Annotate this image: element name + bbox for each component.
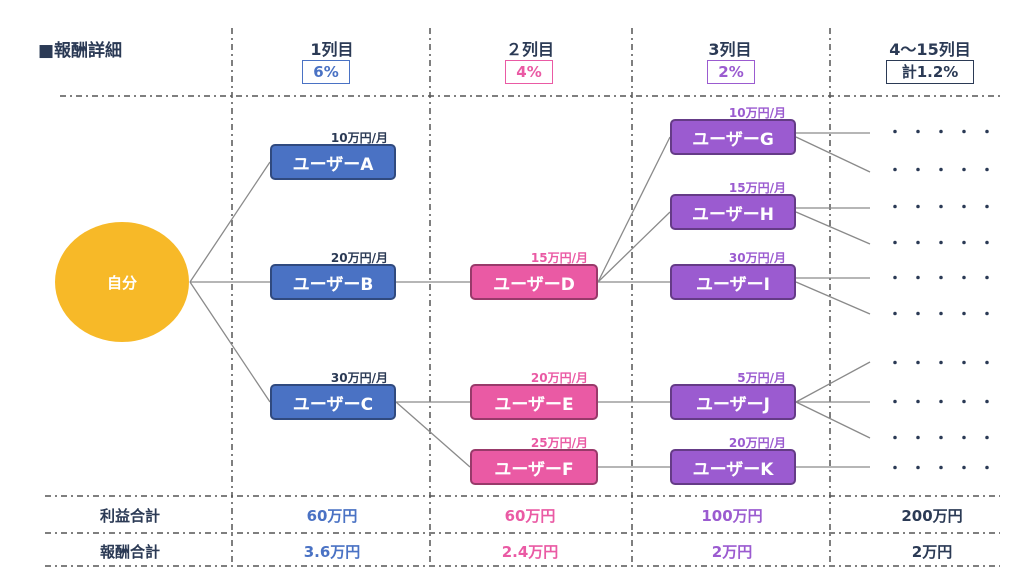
continuation-dots: ・・・・・ [888,395,1003,411]
rate-badge-2: 4% [505,60,553,84]
continuation-dots: ・・・・・ [888,271,1003,287]
reward-total-col3: 2万円 [711,543,753,561]
column-header-4: 4～15列目 [889,40,971,59]
rate-badge-3: 2% [707,60,755,84]
amount-user-g: 10万円/月 [728,106,786,120]
connector-self-a [189,161,271,283]
amount-user-c: 30万円/月 [330,371,388,385]
continuation-dots: ・・・・・ [888,236,1003,252]
amount-user-j: 5万円/月 [737,371,786,385]
user-node-d: ユーザーD [470,264,598,300]
connector-i-out [795,281,871,315]
user-node-g: ユーザーG [670,119,796,155]
rate-badge-4: 計1.2% [886,60,974,84]
reward-total-col4: 2万円 [911,543,953,561]
connector-d-h [597,211,671,283]
continuation-dots: ・・・・・ [888,200,1003,216]
user-node-b: ユーザーB [270,264,396,300]
column-header-1: 1列目 [310,40,354,59]
reward-total-col1: 3.6万円 [303,543,361,561]
connector-j-out [795,361,871,403]
connector-h-out [795,211,871,245]
reward-total-label: 報酬合計 [99,543,160,561]
profit-total-col2: 60万円 [504,507,556,525]
user-node-j: ユーザーJ [670,384,796,420]
user-node-a: ユーザーA [270,144,396,180]
profit-total-label: 利益合計 [99,507,160,525]
user-node-e: ユーザーE [470,384,598,420]
connector-self-c [189,281,271,403]
reward-total-col2: 2.4万円 [501,543,559,561]
profit-total-col4: 200万円 [901,507,963,525]
amount-user-h: 15万円/月 [728,181,786,195]
self-node: 自分 [55,222,189,342]
amount-user-k: 20万円/月 [728,436,786,450]
user-node-c: ユーザーC [270,384,396,420]
amount-user-d: 15万円/月 [530,251,588,265]
amount-user-f: 25万円/月 [530,436,588,450]
profit-total-col3: 100万円 [701,507,763,525]
amount-user-e: 20万円/月 [530,371,588,385]
continuation-dots: ・・・・・ [888,307,1003,323]
column-header-2: ２列目 [505,40,554,59]
amount-user-i: 30万円/月 [728,251,786,265]
continuation-dots: ・・・・・ [888,356,1003,372]
user-node-i: ユーザーI [670,264,796,300]
connector-j-out [795,401,871,439]
connector-d-g [597,136,671,283]
connector-g-out [795,136,871,173]
continuation-dots: ・・・・・ [888,431,1003,447]
amount-user-a: 10万円/月 [330,131,388,145]
amount-user-b: 20万円/月 [330,251,388,265]
profit-total-col1: 60万円 [306,507,358,525]
user-node-k: ユーザーK [670,449,796,485]
continuation-dots: ・・・・・ [888,163,1003,179]
user-node-f: ユーザーF [470,449,598,485]
user-node-h: ユーザーH [670,194,796,230]
section-title: ■報酬詳細 [38,41,123,61]
continuation-dots: ・・・・・ [888,461,1003,477]
continuation-dots: ・・・・・ [888,125,1003,141]
connector-c-f [395,401,471,468]
column-header-3: 3列目 [708,40,752,59]
rate-badge-1: 6% [302,60,350,84]
